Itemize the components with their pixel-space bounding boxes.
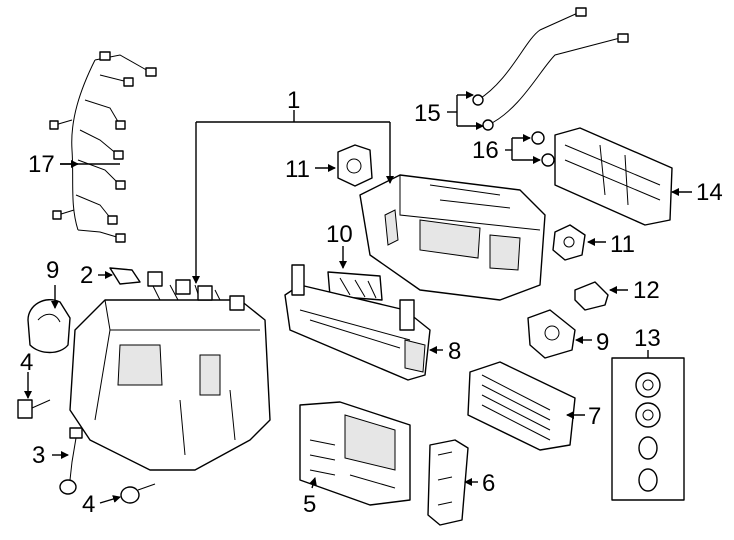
heater-core-frame-part (299, 401, 411, 506)
side-bracket-part (427, 439, 469, 526)
hvac-housing-left-part (69, 271, 271, 471)
wiring-harness-part (49, 51, 157, 243)
hvac-housing-right-part (359, 174, 546, 301)
duct-assembly-part (284, 264, 431, 381)
actuator-part (59, 427, 83, 495)
resistor-part (574, 281, 609, 311)
callout-14: 14 (696, 179, 723, 206)
sensor-upper-part (17, 399, 51, 419)
callout-1: 1 (287, 87, 300, 114)
callout-9-left: 9 (46, 257, 59, 284)
cover-right-part (527, 309, 576, 359)
callout-2: 2 (80, 262, 93, 289)
leader-lines (24, 91, 692, 504)
clip-part (109, 267, 141, 285)
callout-15: 15 (414, 100, 441, 127)
callout-4-lower: 4 (82, 491, 95, 518)
callout-11-right: 11 (610, 231, 635, 258)
grommets-part (611, 357, 685, 501)
callout-10: 10 (326, 221, 353, 248)
callout-4-upper: 4 (20, 349, 33, 376)
callout-13: 13 (634, 325, 661, 352)
actuator-top-part (337, 144, 373, 187)
cover-left-part (27, 299, 71, 354)
callout-11-top: 11 (285, 156, 310, 183)
actuator-right-part (552, 224, 586, 261)
callout-6: 6 (482, 470, 495, 497)
callout-9-right: 9 (596, 329, 609, 356)
callout-5: 5 (303, 491, 316, 518)
refrigerant-lines-part (472, 7, 629, 131)
callout-17: 17 (28, 151, 55, 178)
o-rings-part (531, 131, 555, 167)
callout-7: 7 (588, 403, 601, 430)
sensor-lower-part (120, 483, 156, 504)
callout-12: 12 (633, 277, 660, 304)
filter-strip-part (327, 271, 383, 301)
callout-8: 8 (448, 338, 461, 365)
cabin-filter-part (467, 361, 576, 451)
callout-3: 3 (32, 442, 45, 469)
callout-16: 16 (472, 137, 499, 164)
evaporator-part (554, 127, 673, 226)
